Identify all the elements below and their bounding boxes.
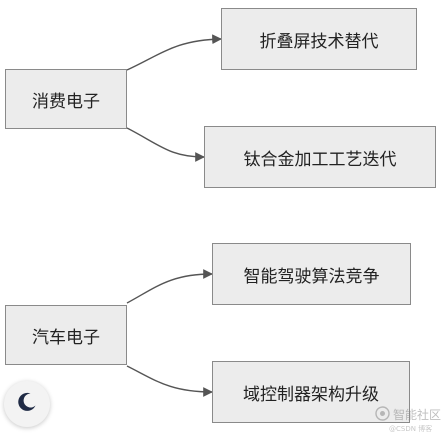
node-auto-electronics: 汽车电子 [5, 305, 127, 365]
logo-icon [375, 406, 390, 421]
node-smart-driving: 智能驾驶算法竞争 [212, 243, 411, 305]
edge-consumer-to-foldable [126, 34, 222, 71]
theme-toggle-button[interactable] [4, 381, 50, 427]
watermark-subtext: @CSDN 博客 [389, 425, 433, 433]
edge-auto-to-domain-controller [126, 365, 213, 397]
watermark: 智能社区 @CSDN 博客 [373, 404, 443, 438]
node-foldable-screen: 折叠屏技术替代 [221, 8, 417, 70]
watermark-text: 智能社区 [393, 408, 442, 422]
node-consumer-electronics: 消费电子 [5, 69, 127, 129]
edge-auto-to-smart-driving [126, 269, 213, 304]
node-titanium-process: 钛合金加工工艺迭代 [204, 126, 436, 188]
moon-icon [16, 391, 38, 417]
edge-consumer-to-titanium [126, 127, 205, 162]
node-domain-controller: 域控制器架构升级 [212, 361, 410, 423]
